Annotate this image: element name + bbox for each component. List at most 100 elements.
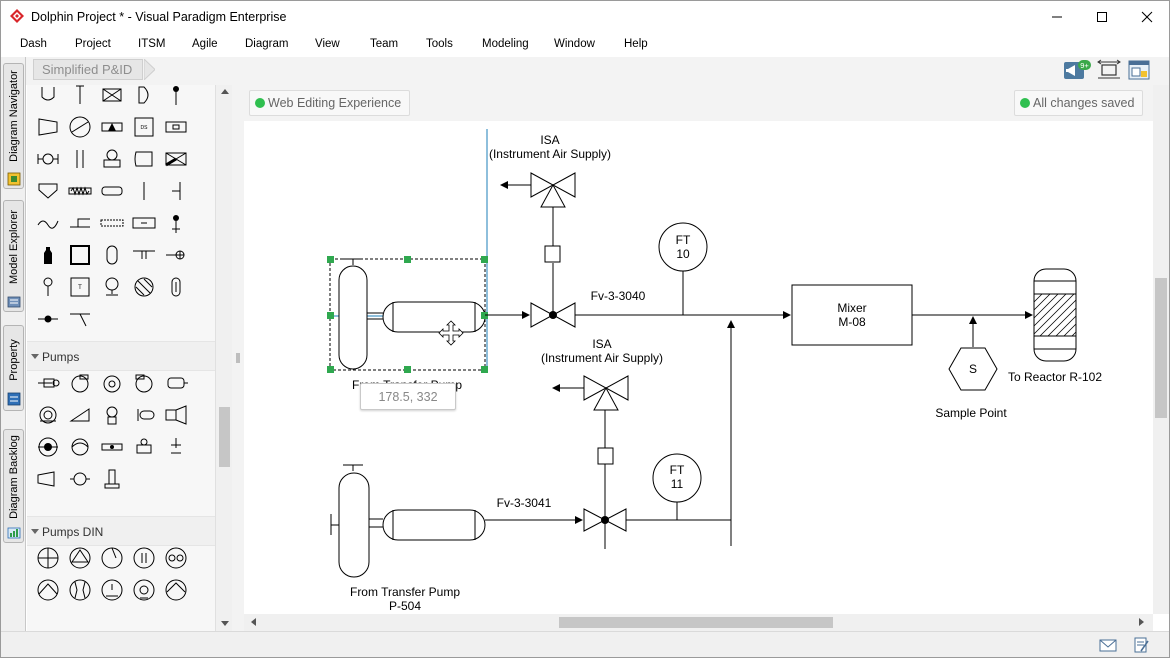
palette-shape-din3[interactable] (98, 544, 126, 572)
menu-dash[interactable]: Dash (20, 38, 47, 50)
palette-shape-pumpcircle[interactable] (66, 113, 94, 141)
palette-shape-xrect[interactable] (162, 145, 190, 173)
horizontal-scroll-thumb[interactable] (559, 617, 833, 628)
diagram-overview-icon[interactable] (1127, 59, 1151, 81)
palette-shape-textrect[interactable] (130, 209, 158, 237)
flow-transmitter-10[interactable] (658, 222, 708, 272)
mail-icon[interactable] (1099, 637, 1117, 653)
reactor-vessel[interactable] (1033, 268, 1077, 362)
menu-help[interactable]: Help (624, 38, 648, 50)
palette-shape-din5[interactable] (162, 544, 190, 572)
palette-shape-arrowdot[interactable] (34, 305, 62, 333)
palette-shape-pump16[interactable] (34, 465, 62, 493)
menu-window[interactable]: Window (554, 38, 595, 50)
palette-shape-boxT[interactable]: T (66, 273, 94, 301)
palette-shape-pump9[interactable] (130, 401, 158, 429)
tab-model-explorer[interactable]: Model Explorer (3, 200, 24, 312)
sample-point-hexagon[interactable] (948, 347, 998, 391)
palette-shape-tank[interactable] (130, 145, 158, 173)
menu-view[interactable]: View (315, 38, 340, 50)
palette-scroll-thumb[interactable] (219, 407, 230, 467)
palette-shape-funnel[interactable] (34, 113, 62, 141)
palette-shape-cross[interactable] (162, 241, 190, 269)
palette-shape-din1[interactable] (34, 544, 62, 572)
flow-transmitter-11[interactable] (652, 453, 702, 503)
palette-shape-vline[interactable] (130, 177, 158, 205)
palette-shape-pump8[interactable] (98, 401, 126, 429)
menu-project[interactable]: Project (75, 38, 111, 50)
menu-team[interactable]: Team (370, 38, 399, 50)
palette-shape-wave[interactable] (34, 209, 62, 237)
palette-shape-clip[interactable] (162, 273, 190, 301)
palette-shape-pump15[interactable] (162, 433, 190, 461)
palette-shape-zarrow[interactable] (66, 305, 94, 333)
scroll-right-arrow-icon[interactable] (1139, 618, 1144, 626)
isa-valve-mid[interactable] (552, 375, 629, 520)
palette-shape-tee[interactable] (66, 85, 94, 109)
tab-property[interactable]: Property (3, 325, 24, 411)
tab-diagram-backlog[interactable]: Diagram Backlog (3, 429, 24, 543)
minimize-button[interactable] (1034, 1, 1080, 33)
panel-splitter[interactable] (232, 85, 244, 631)
palette-shape-dbl[interactable] (66, 145, 94, 173)
menu-tools[interactable]: Tools (426, 38, 453, 50)
palette-shape-stub[interactable] (162, 177, 190, 205)
maximize-button[interactable] (1079, 1, 1125, 33)
web-editing-chip[interactable]: Web Editing Experience (249, 90, 411, 116)
menu-diagram[interactable]: Diagram (245, 38, 289, 50)
palette-shape-squaretext[interactable]: DS (130, 113, 158, 141)
pid-diagram[interactable]: From Transfer Pump (244, 121, 1153, 614)
menu-modeling[interactable]: Modeling (482, 38, 529, 50)
palette-shape-capsule[interactable] (98, 241, 126, 269)
palette-shape-bottle[interactable] (34, 241, 62, 269)
pump-1-shape[interactable] (338, 258, 486, 370)
announcements-button[interactable]: 9+ (1063, 59, 1091, 81)
palette-scrollbar[interactable] (215, 85, 232, 631)
palette-shape-pump11[interactable] (34, 433, 62, 461)
palette-shape-pump17[interactable] (66, 465, 94, 493)
close-button[interactable] (1124, 1, 1169, 33)
palette-section-pumps[interactable]: Pumps (27, 341, 215, 371)
vertical-scroll-thumb[interactable] (1155, 278, 1167, 418)
palette-shape-pump10[interactable] (162, 401, 190, 429)
menu-agile[interactable]: Agile (192, 38, 218, 50)
palette-shape-key[interactable] (34, 273, 62, 301)
palette-shape-pump4[interactable] (130, 369, 158, 397)
palette-shape-din10[interactable] (162, 576, 190, 604)
palette-shape-coil[interactable] (98, 145, 126, 173)
palette-shape-hx[interactable] (34, 145, 62, 173)
selection-handles[interactable] (327, 256, 488, 373)
breadcrumb[interactable]: Simplified P&ID (33, 59, 144, 80)
palette-shape-tline[interactable] (130, 241, 158, 269)
scroll-up-arrow-icon[interactable] (221, 89, 229, 94)
palette-shape-hatched[interactable] (130, 273, 158, 301)
palette-shape-dshape[interactable] (130, 85, 158, 109)
canvas-vertical-scrollbar[interactable] (1153, 85, 1169, 614)
palette-shape-pump5[interactable] (162, 369, 190, 397)
isa-valve-top[interactable] (500, 172, 576, 208)
palette-shape-pump3[interactable] (98, 369, 126, 397)
palette-section-pumps-din[interactable]: Pumps DIN (27, 516, 215, 546)
palette-shape-xbox[interactable] (98, 85, 126, 109)
palette-shape-smallrect[interactable] (162, 113, 190, 141)
palette-shape-pin[interactable] (162, 85, 190, 109)
palette-shape-bigsquare[interactable] (66, 241, 94, 269)
diagram-canvas[interactable]: From Transfer Pump (244, 121, 1153, 614)
control-valve-2[interactable] (583, 508, 627, 549)
pump-2-shape[interactable] (330, 464, 486, 578)
palette-shape-din8[interactable] (98, 576, 126, 604)
palette-shape-din7[interactable] (66, 576, 94, 604)
palette-shape-balloon[interactable] (98, 273, 126, 301)
palette-shape-pump13[interactable] (98, 433, 126, 461)
palette-shape-pump18[interactable] (98, 465, 126, 493)
palette-shape-step[interactable] (66, 209, 94, 237)
palette-shape-din6[interactable] (34, 576, 62, 604)
tab-diagram-navigator[interactable]: Diagram Navigator (3, 63, 24, 189)
palette-shape-dotted[interactable] (98, 209, 126, 237)
palette-shape-pump7[interactable] (66, 401, 94, 429)
palette-shape-pinopen[interactable] (162, 209, 190, 237)
fit-diagram-icon[interactable] (1097, 59, 1121, 81)
palette-shape-din4[interactable] (130, 544, 158, 572)
palette-shape-pump12[interactable] (66, 433, 94, 461)
palette-shape-hopper[interactable] (34, 177, 62, 205)
